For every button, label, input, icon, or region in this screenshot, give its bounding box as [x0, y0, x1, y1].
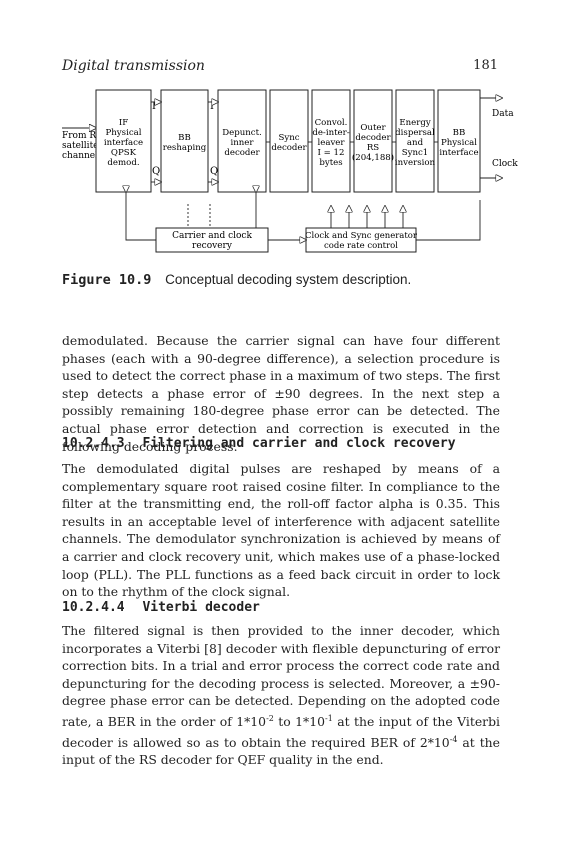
outer-decoder-block	[353, 89, 393, 193]
output-clock-label: Clock	[492, 159, 518, 169]
page-number: 181	[473, 58, 498, 73]
feedback-to-demod	[126, 192, 156, 241]
paragraph-3: The filtered signal is then provided to …	[62, 623, 500, 768]
bb-reshaping-block	[160, 89, 209, 193]
section-number-1: 10.2.4.3	[62, 436, 125, 451]
carrier-clock-block	[155, 227, 269, 253]
energy-dispersal-block	[395, 89, 435, 193]
paragraph-2: The demodulated digital pulses are resha…	[62, 461, 500, 600]
figure-caption: Figure 10.9 Conceptual decoding system d…	[62, 272, 411, 288]
clk-out	[416, 200, 481, 241]
deinterleaver-block	[311, 89, 351, 193]
section-heading-2: 10.2.4.4 Viterbi decoder	[62, 600, 260, 615]
section-title-2: Viterbi decoder	[142, 600, 260, 615]
page-header: Digital transmission 181	[62, 58, 498, 78]
iq-label-i1: I	[152, 101, 156, 112]
sync-decoder-block	[269, 89, 309, 193]
clock-sync-block	[305, 227, 417, 253]
figure-label: Figure 10.9	[62, 272, 152, 288]
section-title-1: Filtering and carrier and clock recovery	[142, 436, 456, 451]
inner-decoder-block	[217, 89, 267, 193]
output-data-label: Data	[492, 109, 514, 119]
paragraph-1: demodulated. Because the carrier signal …	[62, 333, 500, 454]
running-title: Digital transmission	[62, 58, 205, 74]
bb-interface-block	[437, 89, 481, 193]
iq-label-q2: Q	[210, 166, 218, 177]
iq-label-i2: I	[210, 101, 214, 112]
section-number-2: 10.2.4.4	[62, 600, 125, 615]
section-heading-1: 10.2.4.3 Filtering and carrier and clock…	[62, 436, 456, 451]
if-demod-block	[95, 89, 152, 193]
iq-label-q1: Q	[152, 166, 160, 177]
figure-caption-text: Conceptual decoding system description.	[165, 272, 412, 287]
